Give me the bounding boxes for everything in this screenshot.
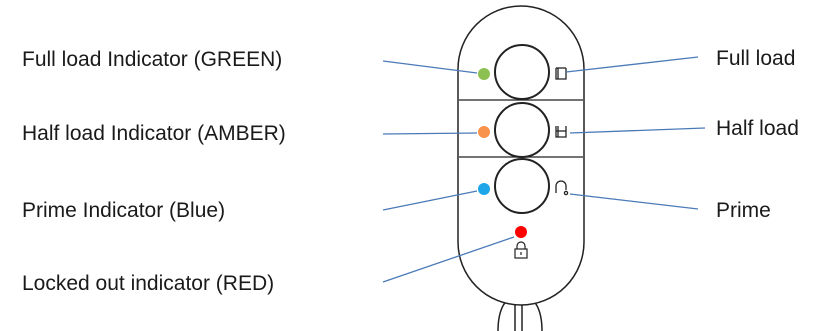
label-full-load: Full load [716,47,796,70]
label-prime: Prime [716,199,771,222]
leader-lines [382,56,706,283]
label-full-load-indicator: Full load Indicator (GREEN) [22,48,283,71]
leader-half-load [569,127,706,134]
full-load-button[interactable] [494,44,550,100]
label-locked-out-indicator: Locked out indicator (RED) [22,272,275,295]
label-half-load-indicator: Half load Indicator (AMBER) [22,122,286,145]
half-load-indicator [478,126,490,138]
half-load-icon [555,126,567,138]
prime-button[interactable] [494,158,550,214]
prime-icon [555,180,569,196]
half-load-button[interactable] [494,102,550,158]
leader-prime-indicator [382,190,478,211]
leader-full-load [565,56,699,73]
full-load-indicator [478,68,490,80]
label-half-load: Half load [716,117,799,140]
leader-prime [569,193,699,210]
leader-half-load-indicator [382,132,478,135]
lock-icon [514,241,528,259]
locked-out-indicator [515,226,527,238]
label-prime-indicator: Prime Indicator (Blue) [22,199,226,222]
full-load-icon [555,67,567,80]
prime-indicator [478,183,490,195]
leader-locked-out-indicator [382,236,515,283]
leader-full-load-indicator [382,60,478,74]
